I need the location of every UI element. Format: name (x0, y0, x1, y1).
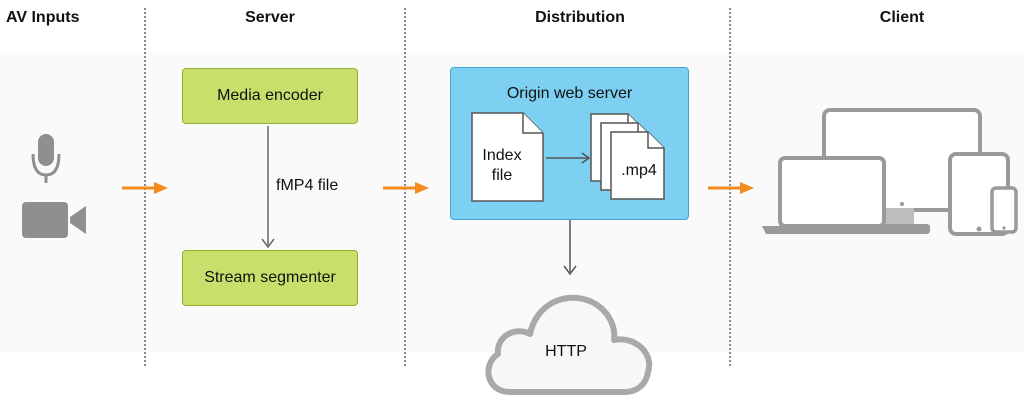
origin-web-server-title: Origin web server (506, 85, 633, 102)
microphone-icon (31, 134, 61, 183)
index-file-label-line2: file (491, 167, 513, 184)
http-label: HTTP (545, 343, 587, 360)
video-camera-icon (22, 202, 86, 238)
mp4-segments-doc-icon (590, 113, 665, 200)
http-cloud-icon (485, 294, 653, 395)
index-to-mp4-arrow (546, 152, 591, 164)
index-file-doc-icon (471, 112, 544, 202)
header-distribution: Distribution (535, 9, 625, 26)
mp4-label: .mp4 (621, 162, 657, 179)
flow-arrow-3 (708, 182, 754, 194)
flow-arrow-2 (383, 182, 429, 194)
stream-segmenter-label: Stream segmenter (204, 269, 336, 286)
encoder-to-segmenter-arrow (261, 126, 275, 249)
origin-to-cloud-arrow (563, 220, 577, 276)
header-client: Client (879, 9, 925, 26)
header-server: Server (245, 9, 295, 26)
laptop-icon (762, 156, 902, 234)
index-file-label-line1: Index (482, 147, 522, 164)
client-devices-group (762, 108, 1018, 236)
flow-arrow-1 (122, 182, 168, 194)
stream-segmenter-box: Stream segmenter (182, 250, 358, 306)
header-av-inputs: AV Inputs (6, 9, 80, 26)
media-encoder-box: Media encoder (182, 68, 358, 124)
phone-icon (990, 186, 1018, 234)
media-encoder-label: Media encoder (217, 87, 323, 104)
fmp4-file-label: fMP4 file (276, 177, 339, 194)
index-file-label: Index file (471, 146, 533, 186)
